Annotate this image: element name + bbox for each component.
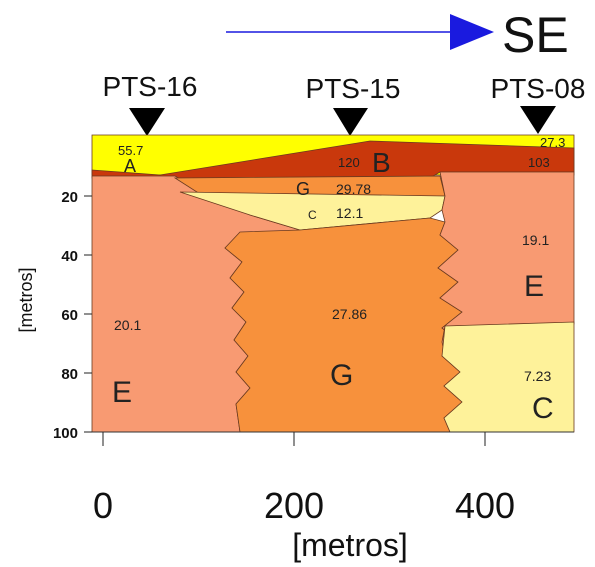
y-tick-label-100: 100 [53, 425, 78, 442]
layer-C-right [441, 321, 575, 433]
value-E-left: 20.1 [114, 317, 141, 333]
x-tick-label-200: 200 [264, 485, 324, 526]
direction-arrow-head [450, 14, 494, 50]
x-tick-label-0: 0 [93, 485, 113, 526]
y-axis-label: [metros] [16, 267, 36, 332]
x-axis-label: [metros] [292, 527, 408, 563]
letter-E-right: E [524, 270, 544, 303]
station-label-pts15: PTS-15 [306, 73, 401, 104]
letter-B: B [372, 147, 391, 178]
y-tick-label-20: 20 [61, 189, 78, 206]
unit-labels: 55.7 A 27.3 120 B 103 G 29.78 C 12.1 20.… [112, 135, 565, 425]
value-B: 120 [338, 155, 360, 170]
value-E-right: 19.1 [522, 232, 549, 248]
value-G-upper: 29.78 [336, 181, 371, 197]
direction-indicator: SE [226, 7, 569, 63]
value-A2: 27.3 [540, 135, 565, 150]
value-C-right: 7.23 [524, 368, 551, 384]
station-label-pts16: PTS-16 [103, 71, 198, 102]
value-C-upper: 12.1 [336, 205, 363, 221]
station-marker-pts16 [129, 108, 165, 136]
value-A: 55.7 [118, 143, 143, 158]
station-markers: PTS-16 PTS-15 PTS-08 [103, 71, 586, 136]
y-tick-label-80: 80 [61, 366, 78, 383]
station-label-pts08: PTS-08 [491, 73, 586, 104]
letter-G-upper: G [296, 179, 310, 199]
letter-G-central: G [330, 359, 353, 392]
y-tick-label-60: 60 [61, 307, 78, 324]
value-B-right: 103 [528, 155, 550, 170]
letter-C-upper: C [308, 208, 317, 222]
direction-label: SE [502, 7, 569, 63]
x-axis: 0 200 400 [metros] [93, 432, 515, 563]
letter-C-right: C [532, 392, 554, 425]
layer-G-central [224, 217, 463, 433]
value-G-central: 27.86 [332, 306, 367, 322]
y-tick-label-40: 40 [61, 248, 78, 265]
letter-E-left: E [112, 376, 132, 409]
station-marker-pts15 [333, 108, 368, 136]
letter-A: A [124, 156, 136, 176]
y-axis: 20 40 60 80 100 [metros] [16, 189, 92, 442]
section-layers [91, 134, 575, 433]
station-marker-pts08 [520, 106, 556, 134]
x-tick-label-400: 400 [455, 485, 515, 526]
